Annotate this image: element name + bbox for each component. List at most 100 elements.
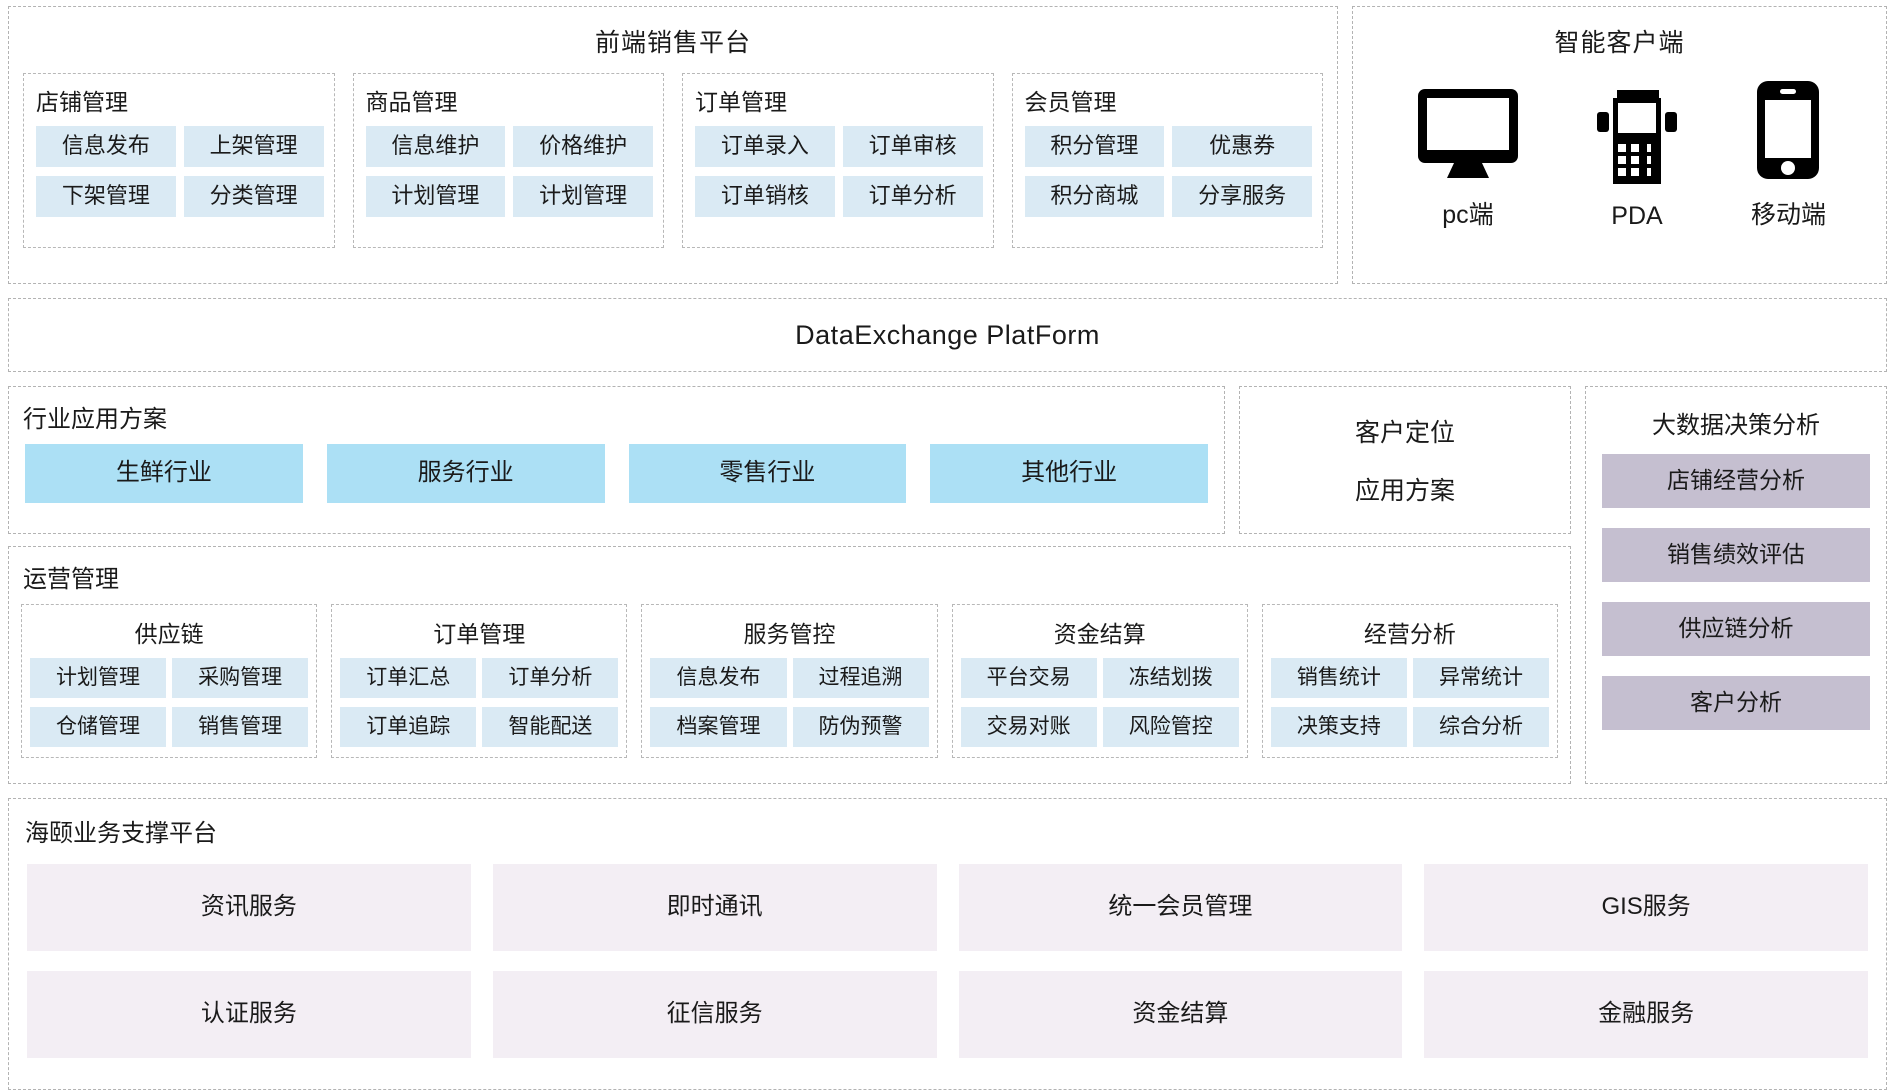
support-service-box[interactable]: 认证服务 [27,971,471,1058]
operations-management-title: 运营管理 [23,566,119,593]
bigdata-item[interactable]: 客户分析 [1602,676,1870,730]
industry-box-row: 生鲜行业 服务行业 零售行业 其他行业 [21,444,1212,503]
ops-group-fund-settlement[interactable]: 资金结算 平台交易 冻结划拨 交易对账 风险管控 [951,604,1248,758]
tag-item[interactable]: 信息维护 [365,126,506,167]
device-row: pc端 [1367,73,1872,231]
ops-tag-item[interactable]: 订单分析 [482,658,619,698]
group-title: 商品管理 [365,89,458,115]
ops-tag-item[interactable]: 订单追踪 [340,707,477,747]
tag-item[interactable]: 积分管理 [1024,126,1165,167]
tag-item[interactable]: 订单录入 [695,126,835,167]
industry-solutions-panel: 行业应用方案 生鲜行业 服务行业 零售行业 其他行业 [8,386,1225,534]
bigdata-item[interactable]: 店铺经营分析 [1602,454,1870,508]
tag-item[interactable]: 订单审核 [842,126,983,167]
tag-item[interactable]: 订单销核 [695,176,835,217]
bigdata-item-list: 店铺经营分析 销售绩效评估 供应链分析 客户分析 [1598,454,1874,771]
ops-tag-grid: 平台交易 冻结划拨 交易对账 风险管控 [960,658,1239,747]
bigdata-item[interactable]: 供应链分析 [1602,602,1870,656]
ops-tag-item[interactable]: 采购管理 [172,658,309,698]
ops-tag-item[interactable]: 信息发布 [650,658,787,698]
ops-tag-item[interactable]: 风险管控 [1102,707,1239,747]
ops-tag-item[interactable]: 智能配送 [482,707,619,747]
tag-item[interactable]: 下架管理 [36,176,176,217]
top-row: 前端销售平台 店铺管理 信息发布 上架管理 下架管理 分类管理 商品管理 信息维… [8,6,1887,284]
ops-group-order-management[interactable]: 订单管理 订单汇总 订单分析 订单追踪 智能配送 [331,604,628,758]
group-product-management[interactable]: 商品管理 信息维护 价格维护 计划管理 计划管理 [352,73,664,248]
frontend-platform-title: 前端销售平台 [594,29,751,57]
customer-locate-panel[interactable]: 客户定位 应用方案 [1239,386,1571,534]
tag-item[interactable]: 信息发布 [36,126,176,167]
group-title: 会员管理 [1024,89,1117,115]
industry-box[interactable]: 生鲜行业 [25,444,303,503]
support-service-box[interactable]: 征信服务 [492,971,937,1058]
support-service-box[interactable]: 资金结算 [958,971,1403,1058]
tag-item[interactable]: 上架管理 [183,126,324,167]
device-pda[interactable]: PDA [1595,84,1679,231]
industry-box[interactable]: 服务行业 [326,444,605,503]
customer-locate-line1: 客户定位 [1354,419,1455,447]
industry-box[interactable]: 零售行业 [628,444,907,503]
device-pc[interactable]: pc端 [1413,77,1523,231]
support-service-box[interactable]: GIS服务 [1424,864,1868,951]
support-service-box[interactable]: 资讯服务 [27,864,471,951]
group-member-management[interactable]: 会员管理 积分管理 优惠券 积分商城 分享服务 [1011,73,1323,248]
ops-tag-item[interactable]: 异常统计 [1412,658,1550,698]
ops-group-title: 资金结算 [1053,621,1146,647]
frontend-sales-platform-panel: 前端销售平台 店铺管理 信息发布 上架管理 下架管理 分类管理 商品管理 信息维… [8,6,1338,284]
ops-tag-item[interactable]: 平台交易 [960,658,1097,698]
tag-item[interactable]: 积分商城 [1024,176,1165,217]
customer-locate-column: 客户定位 应用方案 [1239,386,1571,534]
pda-icon [1595,84,1679,188]
industry-and-locate-row: 行业应用方案 生鲜行业 服务行业 零售行业 其他行业 客户定位 应用方案 [8,386,1571,534]
tag-item[interactable]: 价格维护 [513,126,653,167]
ops-tag-item[interactable]: 防伪预警 [792,707,929,747]
industry-solutions-title: 行业应用方案 [23,406,167,433]
ops-tag-item[interactable]: 综合分析 [1412,707,1550,747]
ops-tag-item[interactable]: 销售统计 [1270,658,1407,698]
ops-group-business-analysis[interactable]: 经营分析 销售统计 异常统计 决策支持 综合分析 [1261,604,1559,758]
group-store-management[interactable]: 店铺管理 信息发布 上架管理 下架管理 分类管理 [23,73,335,248]
device-mobile[interactable]: 移动端 [1751,77,1826,231]
ops-tag-item[interactable]: 冻结划拨 [1102,658,1239,698]
dataexchange-platform-bar: DataExchange PlatForm [8,298,1887,372]
ops-group-title: 经营分析 [1363,621,1456,647]
operations-group-row: 供应链 计划管理 采购管理 仓储管理 销售管理 订单管理 订单汇总 订单分析 [21,604,1559,758]
tag-item[interactable]: 订单分析 [842,176,983,217]
ops-group-title: 订单管理 [433,621,526,647]
ops-tag-grid: 销售统计 异常统计 决策支持 综合分析 [1270,658,1550,747]
industry-box[interactable]: 其他行业 [930,444,1208,503]
bigdata-item[interactable]: 销售绩效评估 [1602,528,1870,582]
ops-tag-item[interactable]: 仓储管理 [30,707,167,747]
group-order-management[interactable]: 订单管理 订单录入 订单审核 订单销核 订单分析 [682,73,994,248]
device-label: 移动端 [1750,201,1826,229]
bigdata-column: 大数据决策分析 店铺经营分析 销售绩效评估 供应链分析 客户分析 [1585,386,1887,784]
frontend-group-row: 店铺管理 信息发布 上架管理 下架管理 分类管理 商品管理 信息维护 价格维护 … [23,73,1323,248]
tag-item[interactable]: 优惠券 [1172,126,1312,167]
ops-tag-grid: 信息发布 过程追溯 档案管理 防伪预警 [650,658,929,747]
ops-group-service-control[interactable]: 服务管控 信息发布 过程追溯 档案管理 防伪预警 [641,604,938,758]
tag-item[interactable]: 分享服务 [1172,176,1312,217]
support-service-box[interactable]: 统一会员管理 [958,864,1403,951]
ops-tag-item[interactable]: 决策支持 [1270,707,1407,747]
ops-tag-item[interactable]: 销售管理 [172,707,309,747]
monitor-icon [1413,77,1523,181]
customer-locate-line2: 应用方案 [1354,477,1455,505]
ops-tag-item[interactable]: 交易对账 [960,707,1097,747]
ops-tag-item[interactable]: 过程追溯 [792,658,929,698]
bigdata-title: 大数据决策分析 [1652,412,1820,439]
support-service-box[interactable]: 金融服务 [1424,971,1868,1058]
ops-group-title: 服务管控 [743,621,836,647]
tag-item[interactable]: 计划管理 [365,176,506,217]
group-tag-grid: 订单录入 订单审核 订单销核 订单分析 [695,126,983,217]
ops-tag-item[interactable]: 档案管理 [650,707,787,747]
mobile-icon [1753,77,1823,181]
tag-item[interactable]: 分类管理 [183,176,324,217]
ops-tag-item[interactable]: 计划管理 [30,658,167,698]
support-service-box[interactable]: 即时通讯 [492,864,937,951]
ops-group-title: 供应链 [134,621,204,647]
ops-group-supply-chain[interactable]: 供应链 计划管理 采购管理 仓储管理 销售管理 [21,604,318,758]
ops-tag-item[interactable]: 订单汇总 [340,658,477,698]
tag-item[interactable]: 计划管理 [513,176,653,217]
support-platform-title: 海颐业务支撑平台 [25,820,217,847]
group-title: 店铺管理 [36,89,128,115]
